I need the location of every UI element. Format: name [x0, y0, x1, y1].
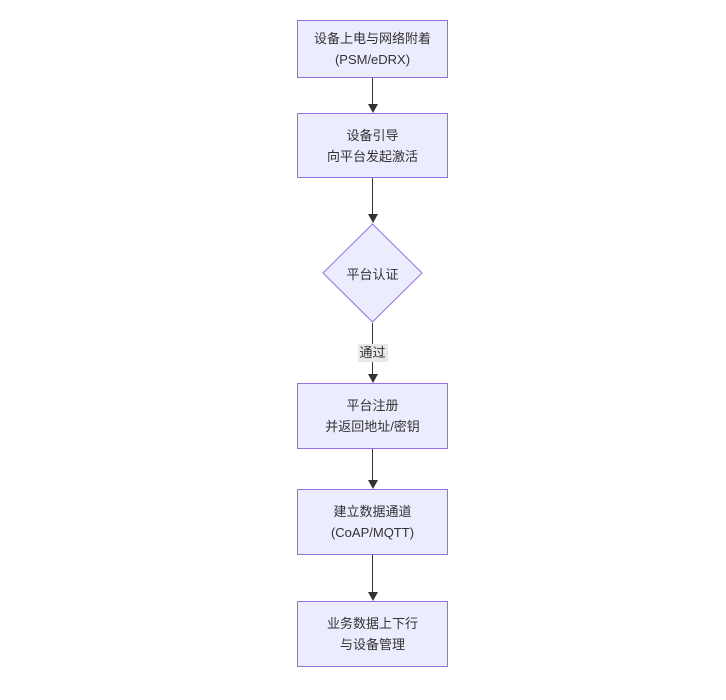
diamond-shape-icon — [322, 223, 423, 323]
arrow-shaft — [372, 449, 373, 480]
flow-node-power-attach: 设备上电与网络附着 (PSM/eDRX) — [297, 20, 448, 78]
arrowhead-down-icon — [367, 374, 378, 383]
node-text-line: (CoAP/MQTT) — [330, 525, 415, 540]
flow-node-business-data-mgmt: 业务数据上下行 与设备管理 — [297, 601, 448, 667]
flow-node-bootstrap-activate: 设备引导 向平台发起激活 — [297, 113, 448, 178]
flow-decision-platform-auth: 平台认证 — [322, 223, 423, 323]
edge-label-pass: 通过 — [357, 344, 388, 362]
node-text-line: 并返回地址/密钥 — [325, 419, 420, 434]
flow-node-data-channel: 建立数据通道 (CoAP/MQTT) — [297, 489, 448, 555]
node-text-line: 与设备管理 — [339, 637, 405, 652]
node-text-line: 设备上电与网络附着 — [313, 31, 431, 46]
node-text-line: (PSM/eDRX) — [334, 52, 411, 67]
node-text-line: 设备引导 — [346, 127, 399, 143]
flow-node-platform-register: 平台注册 并返回地址/密钥 — [297, 383, 448, 449]
arrowhead-down-icon — [367, 214, 378, 223]
arrowhead-down-icon — [367, 480, 378, 489]
flow-arrow-2 — [367, 178, 379, 223]
node-text-line: 平台注册 — [346, 398, 399, 413]
arrow-shaft — [372, 178, 373, 214]
arrow-shaft — [372, 78, 373, 104]
node-text-line: 业务数据上下行 — [326, 616, 418, 631]
flow-arrow-4 — [367, 449, 379, 489]
arrow-shaft — [372, 555, 373, 592]
flow-arrow-5 — [367, 555, 379, 601]
node-text-line: 建立数据通道 — [333, 504, 412, 519]
node-text-line: 平台认证 — [346, 266, 399, 282]
arrowhead-down-icon — [367, 104, 378, 113]
node-text-line: 向平台发起激活 — [326, 148, 418, 164]
flowchart: 设备上电与网络附着 (PSM/eDRX) 设备引导 向平台发起激活 平台认证 — [292, 20, 453, 667]
flow-arrow-3: 通过 — [357, 323, 388, 383]
flow-arrow-1 — [367, 78, 379, 113]
arrowhead-down-icon — [367, 592, 378, 601]
